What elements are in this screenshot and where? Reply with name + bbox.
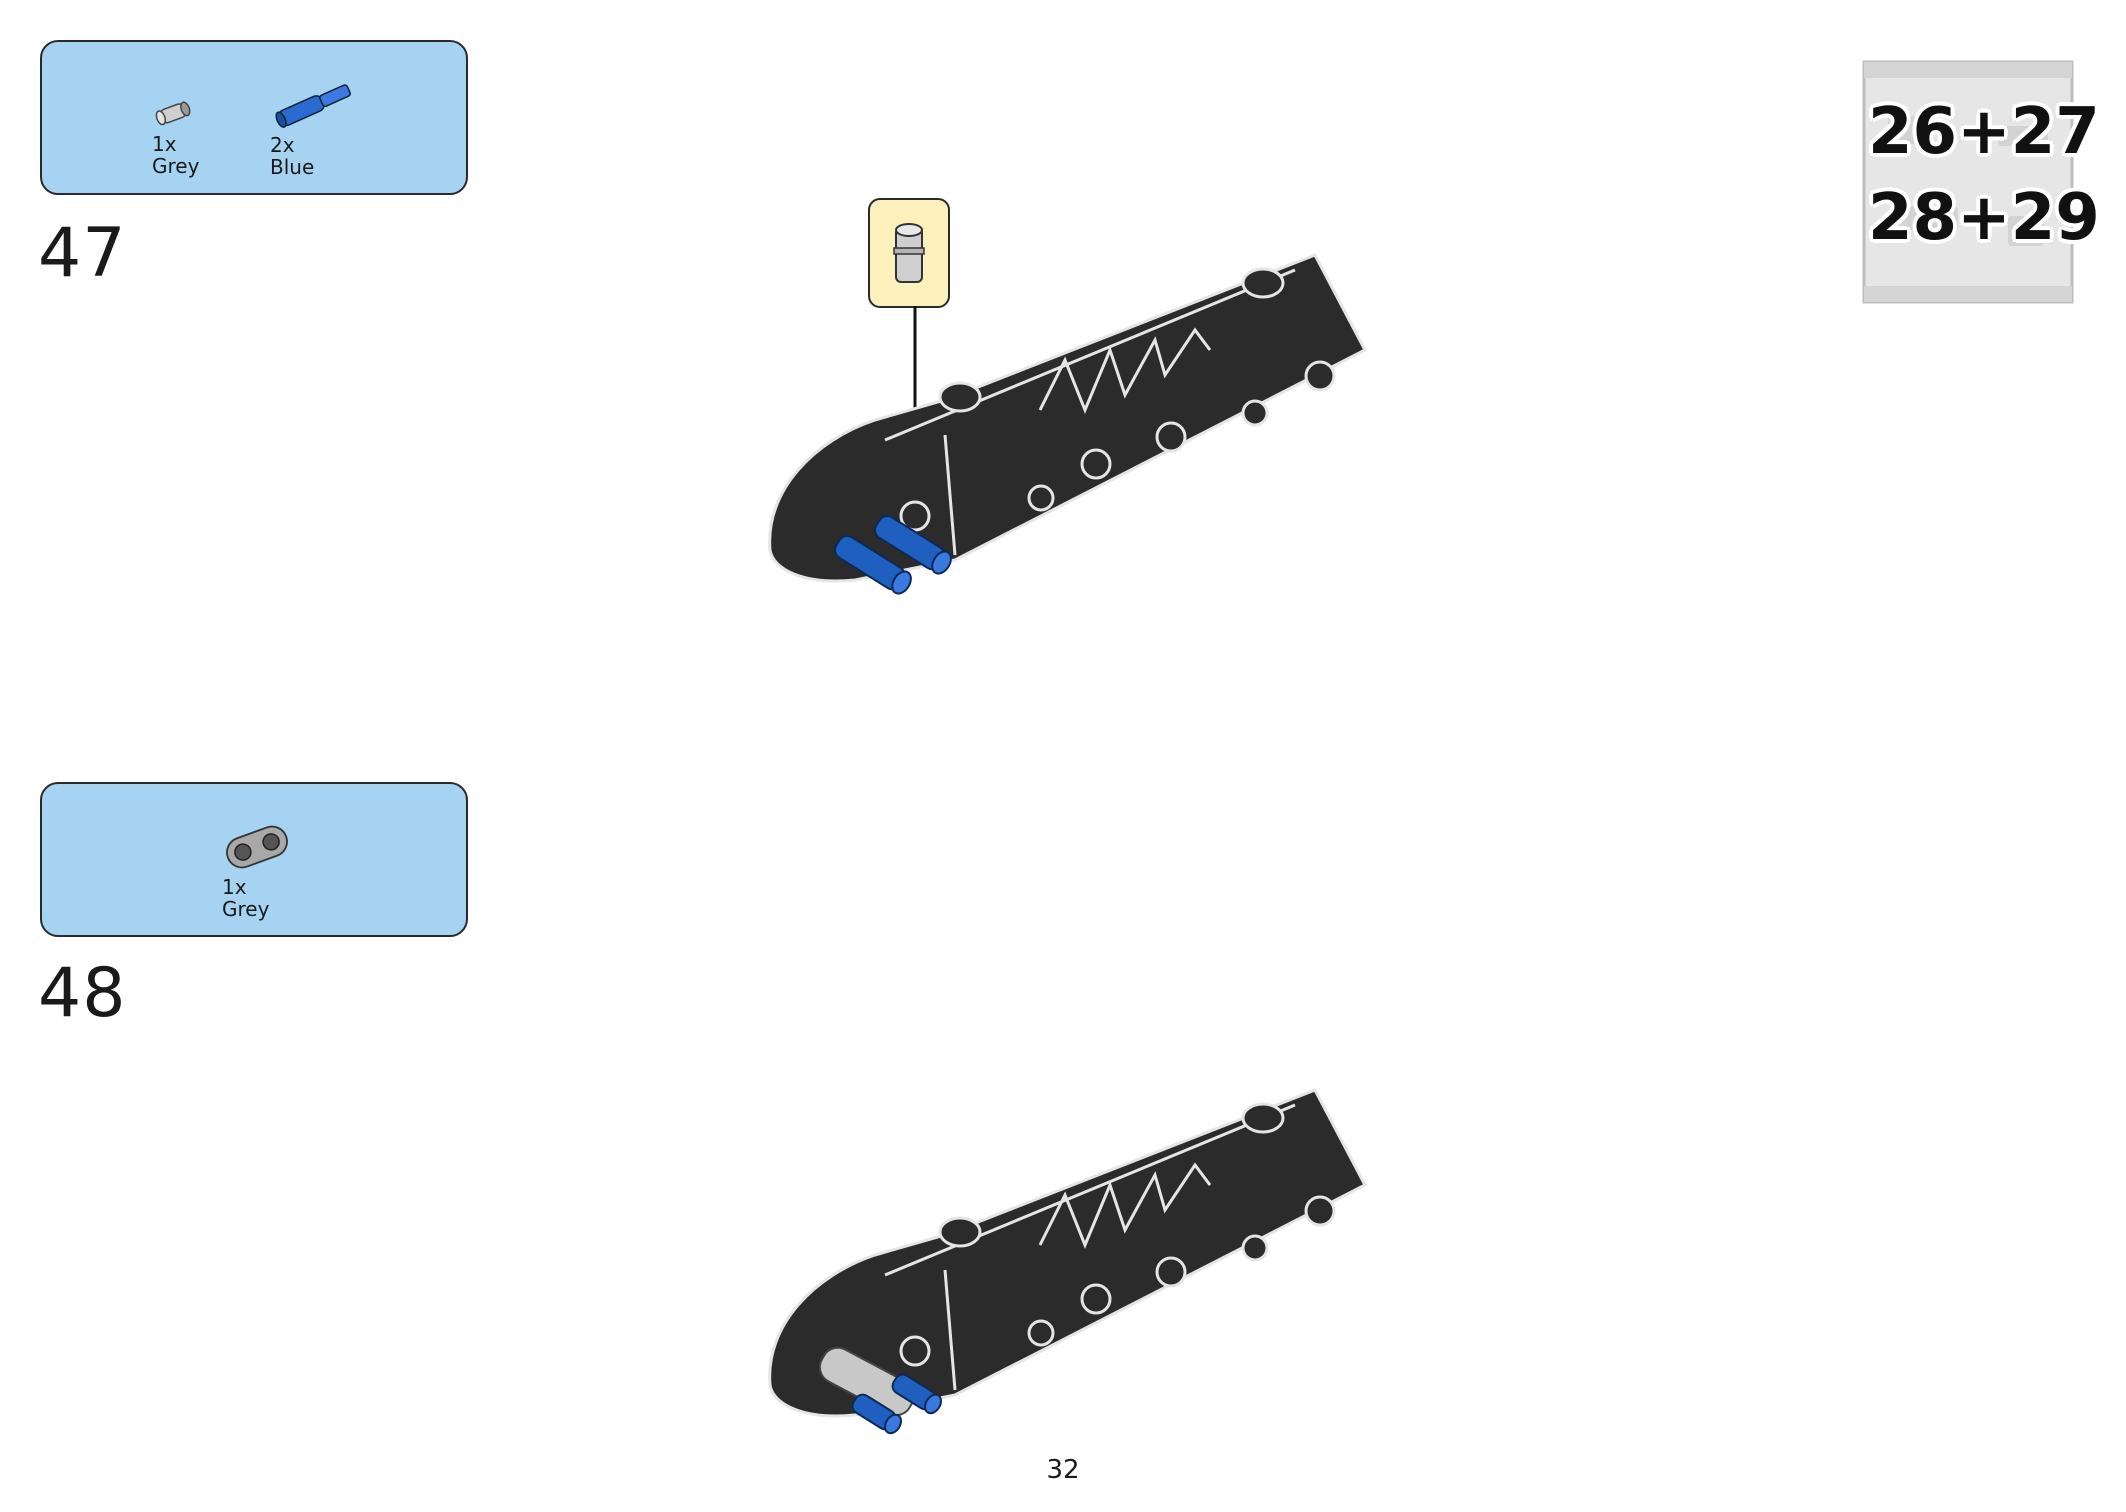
step-number-48: 48 (38, 954, 127, 1033)
part-item: 1x Grey (222, 822, 292, 920)
bag-number-line2: 28+29 (1868, 181, 2100, 255)
part-color: Blue (270, 155, 315, 179)
grey-connector-pin-icon (893, 223, 925, 283)
bag-number-line1: 26+27 (1868, 95, 2100, 169)
part-qty: 1x (222, 875, 247, 899)
grey-connector-pin-icon (155, 101, 191, 126)
part-item: 2x Blue (270, 80, 358, 178)
part-qty: 1x (152, 132, 177, 156)
part-callout (868, 198, 950, 308)
grey-beam-2-icon (226, 825, 288, 869)
parts-list-step-47: 1x Grey 2x Blue (40, 40, 468, 195)
part-qty: 2x (270, 133, 295, 157)
parts-list-step-48: 1x Grey (40, 782, 468, 937)
part-color: Grey (222, 897, 270, 921)
assembly-model-step-47 (768, 253, 1368, 595)
parts-bag-icon (1862, 60, 2074, 304)
part-color: Grey (152, 154, 200, 178)
blue-axle-pin-icon (275, 84, 351, 128)
page-number: 32 (1046, 1455, 1080, 1485)
assembly-model-step-48 (768, 1088, 1368, 1435)
part-item: 1x Grey (152, 97, 199, 177)
step-number-47: 47 (38, 214, 127, 293)
